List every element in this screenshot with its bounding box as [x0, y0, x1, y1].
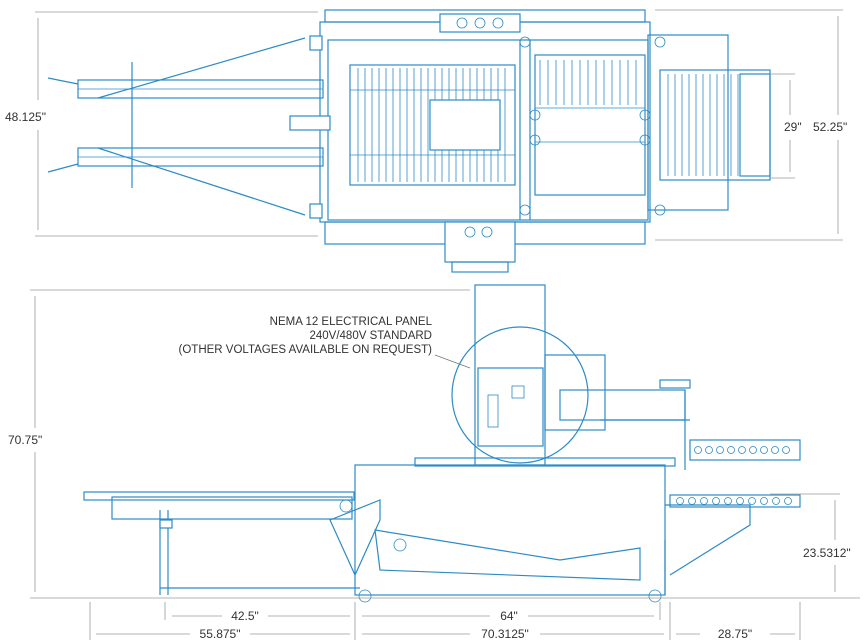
panel-highlight-circle: [451, 326, 589, 464]
top-roller-bed: [349, 64, 516, 186]
side-roller: [738, 446, 746, 454]
callout-line-3: (OTHER VOLTAGES AVAILABLE ON REQUEST): [179, 344, 433, 356]
dim-overall-width-right: 52.25": [813, 120, 847, 134]
dim-outfeed-length: 28.75": [718, 627, 752, 641]
dim-overall-width-left: 48.125": [5, 110, 46, 124]
top-view-dimension-lines: [35, 9, 843, 241]
top-infeed-arms: [47, 35, 331, 219]
dim-infeed-leg-span: 42.5": [231, 609, 259, 623]
side-roller: [676, 497, 684, 505]
side-roller: [736, 497, 744, 505]
side-roller: [784, 497, 792, 505]
side-roller: [712, 497, 720, 505]
side-roller: [716, 446, 724, 454]
dim-machine-length: 70.3125": [481, 627, 529, 641]
side-outfeed-conveyor: [664, 494, 801, 595]
side-roller: [760, 446, 768, 454]
side-roller: [705, 446, 713, 454]
side-view: NEMA 12 ELECTRICAL PANEL 240V/480V STAND…: [8, 284, 860, 641]
dim-overall-height: 70.75": [8, 433, 42, 447]
side-roller: [694, 446, 702, 454]
side-roller: [688, 497, 696, 505]
callout-line-2: 240V/480V STANDARD: [309, 330, 432, 342]
top-control-box: [439, 13, 521, 33]
dim-conveyor-width: 29": [784, 120, 802, 134]
electrical-panel: [477, 367, 544, 447]
side-infeed-conveyor: [83, 491, 381, 595]
callout-line-1: NEMA 12 ELECTRICAL PANEL: [270, 316, 433, 328]
side-roller: [700, 497, 708, 505]
top-view: 48.125" 29" 52.25": [5, 9, 847, 273]
side-roller: [760, 497, 768, 505]
side-view-dimension-lines: [30, 289, 860, 640]
dim-infeed-height: 23.5312": [803, 546, 851, 560]
side-roller: [724, 497, 732, 505]
side-main-body: [354, 464, 666, 596]
side-roller: [748, 497, 756, 505]
side-roller: [772, 497, 780, 505]
side-roller: [771, 446, 779, 454]
dim-infeed-length: 55.875": [200, 627, 241, 641]
dim-base-length: 64": [500, 609, 518, 623]
side-roller: [727, 446, 735, 454]
side-roller: [749, 446, 757, 454]
side-roller: [782, 446, 790, 454]
top-outfeed-bed: [529, 34, 771, 211]
top-electrical-box: [444, 221, 516, 263]
